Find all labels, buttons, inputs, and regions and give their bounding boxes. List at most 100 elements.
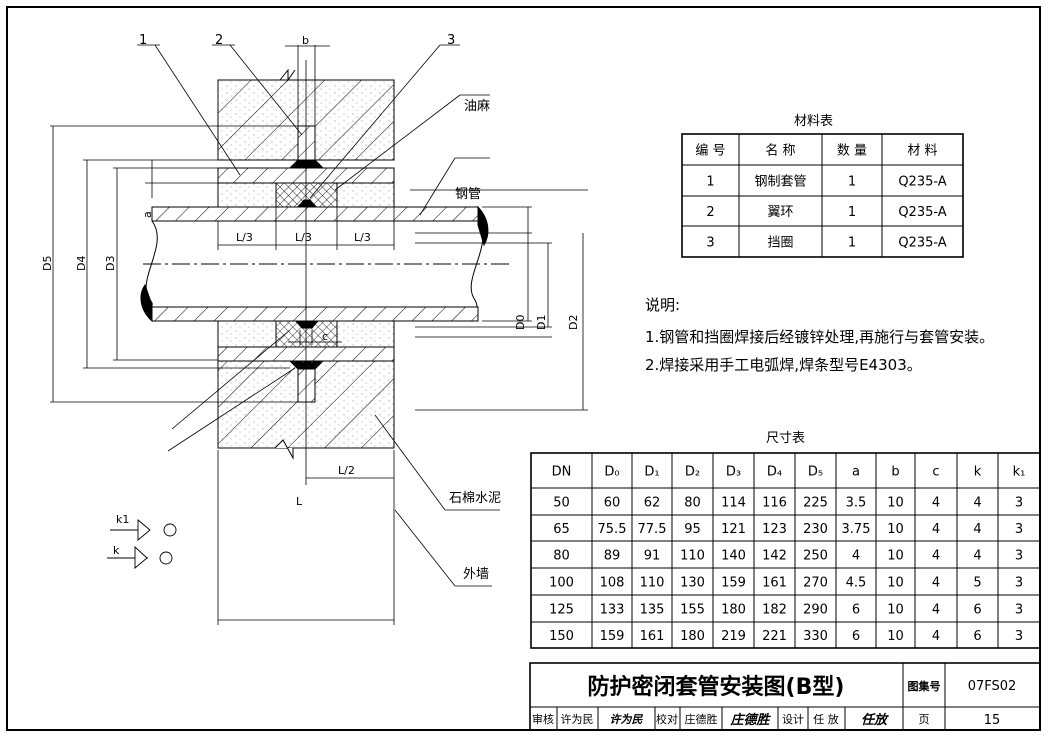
dimension-table-cell: 65 [553,522,570,537]
dimension-table-cell: 159 [721,576,746,591]
dimension-table-cell: 4 [973,549,981,564]
item-label-2: 2 [215,33,223,48]
dimension-table-cell: 4 [932,629,940,644]
dimension-table-header-cell: D₁ [644,465,659,480]
dimension-table-cell: 221 [762,629,787,644]
dimension-table-cell: 10 [887,576,904,591]
drawing-title: 防护密闭套管安装图(B型) [588,674,845,700]
dimension-table-cell: 4 [932,496,940,511]
dimension-table-cell: 150 [549,629,574,644]
dimension-table-cell: 3 [1015,603,1023,618]
dimension-table-cell: 10 [887,603,904,618]
notes-heading: 说明: [645,296,680,314]
dimension-table-header-cell: a [852,465,860,480]
callout-steel-pipe: 钢管 [455,187,481,202]
dimension-table-cell: 3 [1015,549,1023,564]
material-table-header-cell: 名 称 [765,143,795,159]
material-table-cell: Q235-A [898,205,946,220]
checker-signature: 庄德胜 [729,712,771,728]
dim-L-third-2: L/3 [295,231,312,244]
dimension-table-cell: 270 [803,576,828,591]
dimension-table-cell: 155 [680,603,705,618]
dimension-table-cell: 3 [1015,496,1023,511]
dimension-table-cell: 182 [762,603,787,618]
item-label-3: 3 [447,33,455,48]
material-table-cell: 1 [706,175,714,190]
atlas-label: 图集号 [908,679,941,693]
check-label: 校对 [656,712,678,726]
dimension-table-header-cell: DN [552,465,572,480]
dimension-table-cell: 108 [600,576,625,591]
design-label: 设计 [782,713,804,726]
material-table-cell: 1 [848,175,856,190]
dimension-table-cell: 125 [549,603,574,618]
material-table-cell: Q235-A [898,175,946,190]
dimension-table-cell: 4.5 [846,576,867,591]
designer-signature: 任放 [861,712,889,728]
weld-mark [288,159,325,169]
material-table-cell: Q235-A [898,236,946,251]
dimension-table-header-cell: D₃ [726,465,741,480]
material-table-header-cell: 材 料 [907,144,937,159]
atlas-number: 07FS02 [968,679,1017,694]
dimension-table-cell: 100 [549,576,574,591]
dimension-table-frame [530,452,1041,649]
dimension-table-cell: 135 [640,603,665,618]
callout-asbestos-cement: 石棉水泥 [449,491,501,506]
dimension-table-cell: 50 [553,496,570,511]
dimension-table-cell: 230 [803,522,828,537]
dimension-table-cell: 4 [932,576,940,591]
dimension-table-cell: 6 [973,629,981,644]
dimension-table-cell: 180 [680,629,705,644]
material-table-header-cell: 编 号 [695,144,725,159]
dimension-table-header-cell: D₀ [604,465,619,480]
dimension-table-cell: 3.75 [842,522,871,537]
dimension-table-cell: 4 [932,603,940,618]
item-label-1: 1 [139,33,147,48]
title-block [529,662,1041,731]
material-table-cell: 挡圈 [767,236,793,251]
upper-asbestos-cement-left [217,182,277,208]
dimension-table-cell: 91 [644,549,661,564]
dimension-table-cell: 3 [1015,576,1023,591]
dimension-lines [50,45,588,625]
dim-L-third-1: L/3 [236,231,253,244]
dimension-table-cell: 290 [803,603,828,618]
sheet-border [6,6,1041,731]
title-block-text: 防护密闭套管安装图(B型) 图集号 07FS02 审核 许为民 许为民 校对 庄… [532,674,1016,728]
dim-L: L [296,495,303,508]
dim-D3: D3 [104,256,117,271]
dim-D2: D2 [567,315,580,330]
note-2: 2.焊接采用手工电弧焊,焊条型号E4303。 [645,356,922,374]
dimension-table-cell: 77.5 [638,522,667,537]
material-table-cell: 钢制套管 [754,174,806,190]
leader-lines [137,44,500,587]
material-table-cell: 翼环 [767,205,793,220]
dimension-table-title: 尺寸表 [766,431,805,446]
dimension-table-cell: 121 [721,522,746,537]
dimension-table-cell: 6 [852,603,860,618]
upper-asbestos-cement-right [336,182,395,208]
drawing-labels: 1 2 3 b c a D5 D4 D3 D0 D1 D2 L/3 L/3 L/… [41,33,580,582]
material-table-title: 材料表 [794,114,833,129]
dimension-table-cell: 219 [721,629,746,644]
dimension-table-cell: 10 [887,496,904,511]
weld-k1: k1 [116,513,129,526]
dimension-table-cell: 180 [721,603,746,618]
dimension-table-cell: 161 [762,576,787,591]
dimension-table-cell: 4 [973,496,981,511]
dimension-table-header-cell: D₅ [808,465,823,480]
review-label: 审核 [532,712,554,726]
dimension-table-cell: 3.5 [846,496,867,511]
material-table-cell: 1 [848,236,856,251]
page-label: 页 [919,713,930,726]
dimension-table-cell: 95 [684,522,701,537]
dimension-table-cell: 114 [721,496,746,511]
designer-name: 任 放 [813,712,839,726]
dim-D5: D5 [41,256,54,271]
dim-L-third-3: L/3 [354,231,371,244]
dimension-table-cell: 123 [762,522,787,537]
material-table-cell: 1 [848,205,856,220]
